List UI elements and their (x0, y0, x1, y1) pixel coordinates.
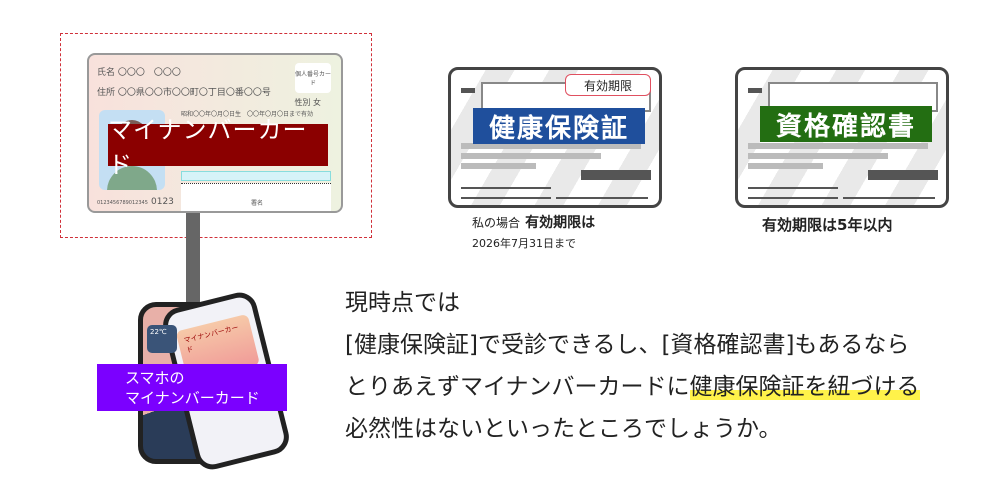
body-line-3: とりあえずマイナンバーカードに健康保険証を紐づける (345, 366, 920, 408)
card-badge: 個人番号カード (295, 63, 331, 93)
smartphone-label-line1: スマホの (125, 369, 185, 387)
health-card-caption: 私の場合 有効期限は 2026年7月31日まで (472, 212, 595, 251)
body-line-2: [健康保険証]で受診できるし、[資格確認書]もあるなら (345, 332, 910, 358)
health-insurance-card: 健康保険証 有効期限 (448, 67, 662, 208)
smartphone-label: スマホの マイナンバーカード (97, 364, 287, 411)
signature-label: 署名 (251, 200, 264, 207)
qualification-card-label: 資格確認書 (760, 106, 932, 142)
highlighted-text: 健康保険証を紐づける (689, 374, 920, 400)
caption-date: 2026年7月31日まで (472, 237, 576, 250)
name-field: 氏名 〇〇〇 〇〇〇 (97, 68, 181, 78)
serial-number: 0123456789012345 (97, 200, 148, 206)
smartphone-label-line2: マイナンバーカード (125, 389, 260, 407)
expiry-tag: 有効期限 (565, 74, 651, 96)
caption-prefix: 私の場合 (472, 216, 521, 230)
body-line-1: 現時点では (345, 290, 460, 316)
qualification-card-caption: 有効期限は5年以内 (762, 216, 893, 234)
caption-main: 有効期限は (525, 215, 596, 231)
sex-field: 性別 女 (294, 98, 321, 107)
mynumber-card-label: マイナンバーカード (108, 116, 328, 179)
health-card-label: 健康保険証 (473, 108, 645, 144)
body-line-4: 必然性はないといったところでしょうか。 (345, 416, 782, 442)
signature-box: 署名 (181, 183, 331, 211)
body-text: 現時点では [健康保険証]で受診できるし、[資格確認書]もあるなら とりあえずマ… (345, 282, 920, 450)
address-field: 住所 〇〇県〇〇市〇〇町〇丁目〇番〇〇号 (97, 88, 271, 98)
connector-pole (186, 213, 200, 308)
card-number: 0123 (151, 197, 174, 207)
body-line-3-text: とりあえずマイナンバーカードに (345, 374, 690, 400)
mynumber-card-frame (60, 33, 372, 238)
qualification-certificate-card: 資格確認書 (735, 67, 949, 208)
dates-field: 昭和〇〇年〇月〇日生 〇〇年〇月〇日まで有効 (181, 111, 314, 118)
weather-widget: 22℃ (147, 325, 177, 353)
